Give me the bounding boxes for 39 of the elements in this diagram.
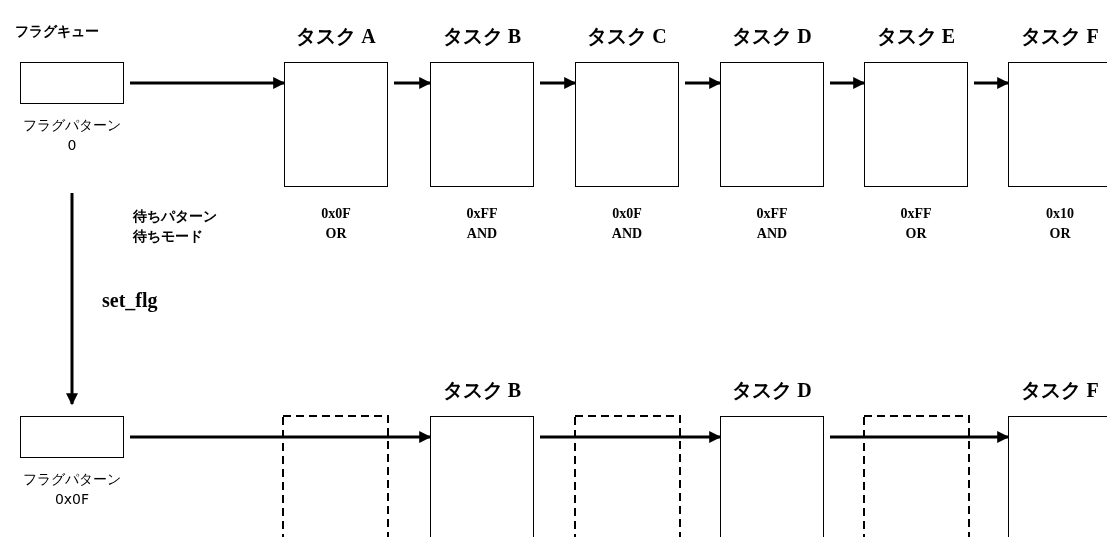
edge-label: set_flg <box>102 288 158 312</box>
row-label: 待ちパターン <box>133 207 217 226</box>
flag-pattern-text: フラグパターン <box>23 116 121 135</box>
flag-pattern-text: 0 <box>67 136 77 155</box>
task-title: タスク D <box>732 378 812 403</box>
task-title: タスク A <box>296 24 376 49</box>
task-title: タスク B <box>442 378 522 403</box>
wait-setting-text: 0xFF <box>900 205 932 223</box>
arrow <box>130 431 432 443</box>
arrow <box>394 77 432 89</box>
task-title: タスク E <box>876 24 956 49</box>
wait-setting-text: OR <box>325 225 347 243</box>
task-title: タスク B <box>442 24 522 49</box>
wait-setting-text: AND <box>611 225 643 243</box>
task-title: タスク C <box>587 24 667 49</box>
queue-title: フラグキュー <box>15 23 99 41</box>
arrow <box>830 431 1010 443</box>
arrow <box>685 77 722 89</box>
wait-setting-text: 0x10 <box>1046 205 1074 223</box>
arrow <box>66 193 78 406</box>
arrow <box>540 77 577 89</box>
arrow <box>540 431 722 443</box>
wait-setting-text: AND <box>756 225 788 243</box>
wait-setting-text: 0xFF <box>466 205 498 223</box>
row-label: 待ちモード <box>133 227 203 246</box>
wait-setting-text: OR <box>905 225 927 243</box>
wait-setting-text: AND <box>466 225 498 243</box>
wait-setting-text: 0x0F <box>612 205 642 223</box>
task-title: タスク F <box>1021 378 1099 403</box>
arrow <box>130 77 286 89</box>
arrow <box>830 77 866 89</box>
wait-setting-text: 0xFF <box>756 205 788 223</box>
arrow <box>974 77 1010 89</box>
wait-setting-text: OR <box>1049 225 1071 243</box>
wait-setting-text: 0x0F <box>321 205 351 223</box>
flag-pattern-text: フラグパターン <box>23 470 121 489</box>
task-title: タスク F <box>1021 24 1099 49</box>
flag-pattern-text: 0x0F <box>54 490 90 509</box>
task-title: タスク D <box>732 24 812 49</box>
